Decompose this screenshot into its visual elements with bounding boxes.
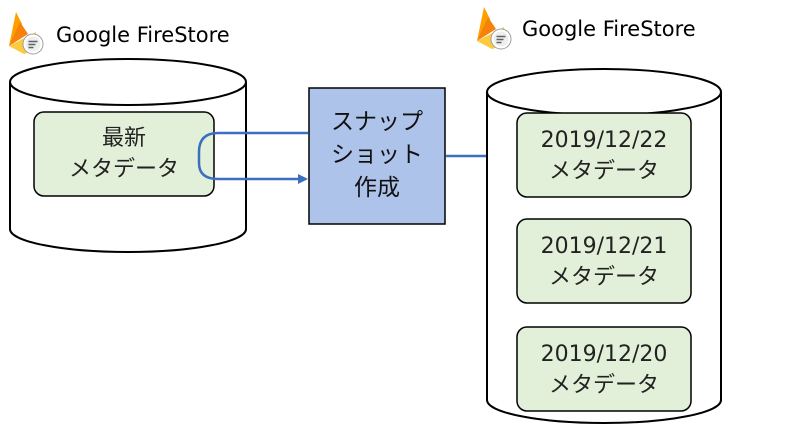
read-arrow — [197, 131, 308, 184]
snapshot-record-date: 2019/12/20 — [541, 342, 668, 367]
source-db-header: Google FireStore — [9, 12, 230, 55]
snapshot-record-date: 2019/12/22 — [541, 128, 668, 153]
snapshot-record: 2019/12/21 メタデータ — [516, 218, 692, 304]
target-db-header: Google FireStore — [477, 7, 696, 50]
firebase-flame-icon — [477, 7, 512, 50]
snapshot-record-date: 2019/12/21 — [541, 234, 668, 259]
process-line-1: スナップ — [331, 109, 423, 135]
snapshot-record-label: メタデータ — [549, 373, 659, 398]
snapshot-record: 2019/12/22 メタデータ — [516, 112, 692, 198]
process-line-2: ショット — [331, 142, 423, 168]
snapshot-record: 2019/12/20 メタデータ — [516, 326, 692, 412]
latest-metadata-record: 最新 メタデータ — [33, 111, 215, 197]
snapshot-record-label: メタデータ — [549, 159, 659, 184]
firebase-flame-icon — [9, 12, 44, 55]
source-db-title: Google FireStore — [56, 23, 230, 47]
latest-record-line1: 最新 — [102, 126, 146, 151]
snapshot-process-box: スナップ ショット 作成 — [308, 87, 446, 225]
latest-record-line2: メタデータ — [69, 157, 179, 182]
process-line-3: 作成 — [354, 175, 400, 201]
snapshot-record-label: メタデータ — [549, 265, 659, 290]
target-db-title: Google FireStore — [522, 17, 696, 41]
